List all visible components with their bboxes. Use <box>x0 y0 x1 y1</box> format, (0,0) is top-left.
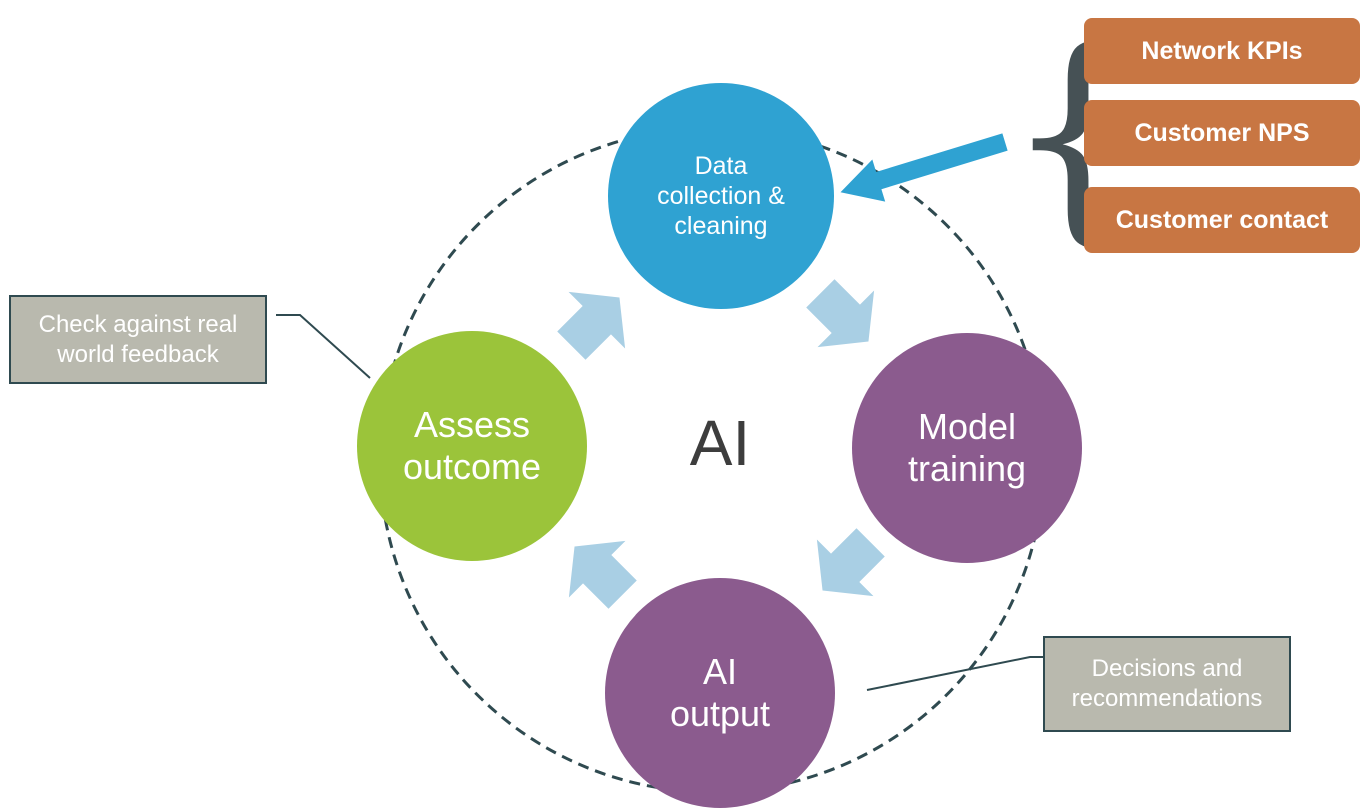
arrow-data-to-model <box>806 279 875 348</box>
node-assess-outcome-line-2: outcome <box>402 446 542 487</box>
decisions-callout-line <box>866 656 1044 691</box>
note-box-decisions: Decisions and recommendations <box>1043 636 1291 732</box>
node-ai-output: AI output <box>605 578 835 808</box>
source-box-customer-nps: Customer NPS <box>1084 100 1360 166</box>
source-box-customer-contact: Customer contact <box>1084 187 1360 253</box>
node-model-training-line-1: Model <box>917 406 1017 447</box>
node-data-collection: Data collection & cleaning <box>608 83 834 309</box>
node-ai-output-line-2: output <box>669 693 771 734</box>
node-assess-outcome-line-1: Assess <box>413 404 531 445</box>
node-assess-outcome: Assess outcome <box>357 331 587 561</box>
node-model-training: Model training <box>852 333 1082 563</box>
source-box-network-kpis: Network KPIs <box>1084 18 1360 84</box>
arrow-model-to-output <box>816 528 885 597</box>
note-box-feedback: Check against real world feedback <box>9 295 267 384</box>
node-ai-output-line-1: AI <box>702 651 737 692</box>
arrow-sources-to-data <box>840 133 1008 202</box>
center-label: AI <box>689 407 751 479</box>
arrow-assess-to-data <box>557 291 626 360</box>
feedback-callout-line <box>276 314 371 379</box>
arrow-output-to-assess <box>568 540 637 609</box>
node-data-collection-line-1: Data <box>694 152 748 180</box>
node-model-training-line-2: training <box>907 448 1027 489</box>
node-data-collection-line-3: cleaning <box>674 212 768 240</box>
node-data-collection-line-2: collection & <box>657 182 785 210</box>
